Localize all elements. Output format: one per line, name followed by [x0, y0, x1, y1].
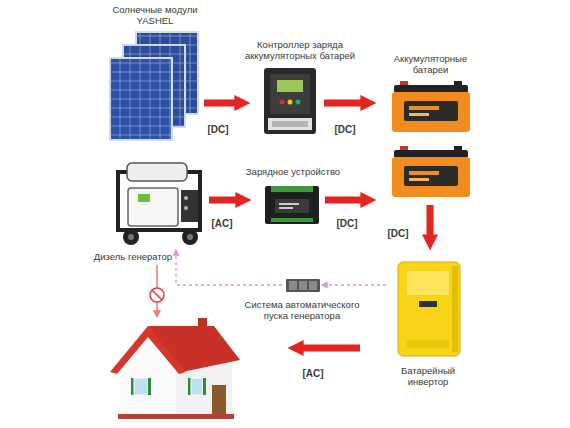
house-illustration — [203, 378, 206, 395]
charger-illustration — [275, 199, 309, 213]
flow-arrow — [302, 345, 360, 352]
battery-illustration — [394, 150, 468, 158]
charge-controller-illustration — [272, 121, 308, 127]
generator-illustration — [187, 234, 193, 240]
prohibited-symbol — [152, 290, 162, 300]
charger-illustration — [279, 207, 293, 209]
device-node: Батарейный инвертор — [398, 262, 460, 356]
battery-illustration — [392, 157, 470, 197]
house-illustration — [148, 378, 151, 395]
flow-arrow — [327, 284, 386, 285]
current-type-label: [DC] — [334, 124, 355, 135]
current-type-label: [DC] — [336, 218, 357, 229]
charge-controller-illustration — [270, 74, 310, 114]
device-label: Солнечные модули YASHEL — [107, 4, 203, 26]
device-node — [108, 320, 240, 420]
ats-illustration — [286, 279, 320, 292]
charge-controller-illustration — [264, 68, 316, 134]
generator-illustration — [138, 194, 150, 202]
inverter-illustration — [398, 262, 460, 356]
battery-illustration — [409, 178, 429, 181]
generator-illustration — [182, 229, 198, 245]
flow-arrow — [156, 265, 158, 311]
charge-controller-illustration — [288, 100, 293, 105]
house-illustration — [110, 318, 240, 419]
charger-illustration — [271, 186, 313, 192]
inverter-illustration — [398, 262, 460, 356]
house-illustration — [134, 378, 148, 395]
inverter-illustration — [407, 340, 449, 348]
house-illustration — [110, 326, 186, 374]
device-node: Дизель генератор — [115, 163, 205, 245]
charge-controller-illustration — [268, 118, 312, 130]
ats-illustration — [309, 281, 317, 290]
house-illustration — [191, 378, 203, 395]
current-type-label: [AC] — [211, 218, 232, 229]
flow-arrow — [204, 100, 236, 107]
generator-illustration — [184, 206, 188, 210]
device-label: Батарейный инвертор — [388, 365, 468, 387]
charge-controller-illustration — [296, 100, 301, 105]
battery-illustration — [404, 101, 458, 121]
prohibited-symbol — [150, 288, 164, 302]
flow-arrow — [325, 197, 362, 204]
battery-illustration — [404, 166, 458, 186]
house-illustration — [118, 414, 234, 419]
solar-panel-illustration — [110, 32, 198, 140]
device-node: Контроллер заряда аккумуляторных батарей — [264, 68, 316, 134]
solar-panel-illustration — [110, 58, 172, 140]
house-illustration — [212, 385, 226, 418]
battery-illustration — [409, 113, 429, 116]
device-label: Зарядное устройство — [228, 166, 358, 177]
generator-illustration — [123, 229, 139, 245]
generator-illustration — [181, 190, 198, 222]
battery-illustration — [394, 85, 468, 93]
generator-illustration — [128, 234, 134, 240]
flow-arrow — [209, 197, 237, 204]
ats-illustration — [289, 281, 297, 290]
battery-illustration — [409, 106, 439, 110]
battery-illustration — [392, 81, 470, 197]
flow-arrow — [324, 100, 362, 107]
current-type-label: [DC] — [387, 228, 408, 239]
device-label: Система автоматического пуска генератора — [232, 299, 372, 321]
battery-illustration — [392, 92, 470, 132]
charge-controller-illustration — [277, 80, 303, 92]
charger-illustration — [279, 203, 299, 205]
charge-controller-illustration — [264, 68, 316, 134]
generator-illustration — [118, 163, 200, 245]
solar-panel-illustration — [110, 58, 172, 140]
ats-illustration — [299, 281, 307, 290]
charger-illustration — [265, 186, 319, 224]
device-label: Дизель генератор — [78, 251, 188, 262]
ats-illustration — [286, 279, 320, 292]
generator-illustration — [127, 163, 187, 181]
device-node: Система автоматического пуска генератора — [286, 279, 320, 292]
charger-illustration — [265, 186, 319, 224]
prohibited-symbol — [150, 288, 164, 302]
charger-illustration — [271, 218, 313, 222]
device-label: Контроллер заряда аккумуляторных батарей — [230, 39, 370, 61]
current-type-label: [AC] — [302, 368, 323, 379]
device-node: Зарядное устройство — [265, 184, 319, 224]
device-node: Солнечные модули YASHEL — [110, 32, 198, 140]
device-label: Аккумуляторные батареи — [383, 53, 478, 75]
current-type-label: [DC] — [207, 124, 228, 135]
inverter-illustration — [419, 301, 437, 307]
flow-arrow — [176, 255, 282, 285]
inverter-illustration — [407, 271, 449, 295]
battery-illustration — [409, 171, 439, 175]
device-node: Аккумуляторные батареи — [392, 81, 470, 199]
inverter-illustration — [452, 266, 458, 352]
generator-illustration — [128, 188, 178, 226]
flow-arrow — [427, 205, 434, 236]
charge-controller-illustration — [280, 100, 285, 105]
generator-illustration — [184, 196, 188, 200]
